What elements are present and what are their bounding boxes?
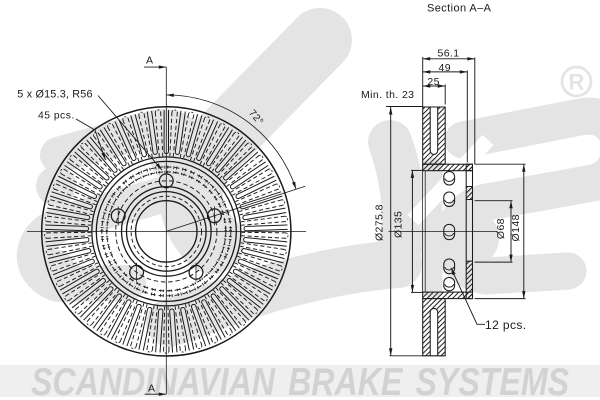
svg-text:Section A–A: Section A–A	[427, 3, 492, 15]
svg-text:49: 49	[439, 62, 451, 74]
svg-text:12 pcs.: 12 pcs.	[485, 318, 527, 332]
svg-text:Ø275.8: Ø275.8	[374, 204, 386, 241]
svg-text:Min. th. 23: Min. th. 23	[361, 89, 414, 101]
svg-text:Ø148: Ø148	[510, 214, 522, 241]
svg-text:5 x Ø15.3, R56: 5 x Ø15.3, R56	[17, 89, 92, 101]
svg-text:45 pcs.: 45 pcs.	[38, 111, 75, 122]
svg-text:SCANDINAVIAN BRAKE SYSTEMS: SCANDINAVIAN BRAKE SYSTEMS	[31, 360, 569, 400]
svg-text:A: A	[148, 383, 156, 395]
svg-text:Ø135: Ø135	[392, 211, 404, 238]
svg-text:R: R	[569, 70, 585, 95]
svg-text:56.1: 56.1	[437, 47, 459, 59]
svg-text:Ø68: Ø68	[495, 218, 507, 239]
svg-text:25: 25	[427, 76, 439, 88]
svg-text:A: A	[146, 55, 154, 67]
